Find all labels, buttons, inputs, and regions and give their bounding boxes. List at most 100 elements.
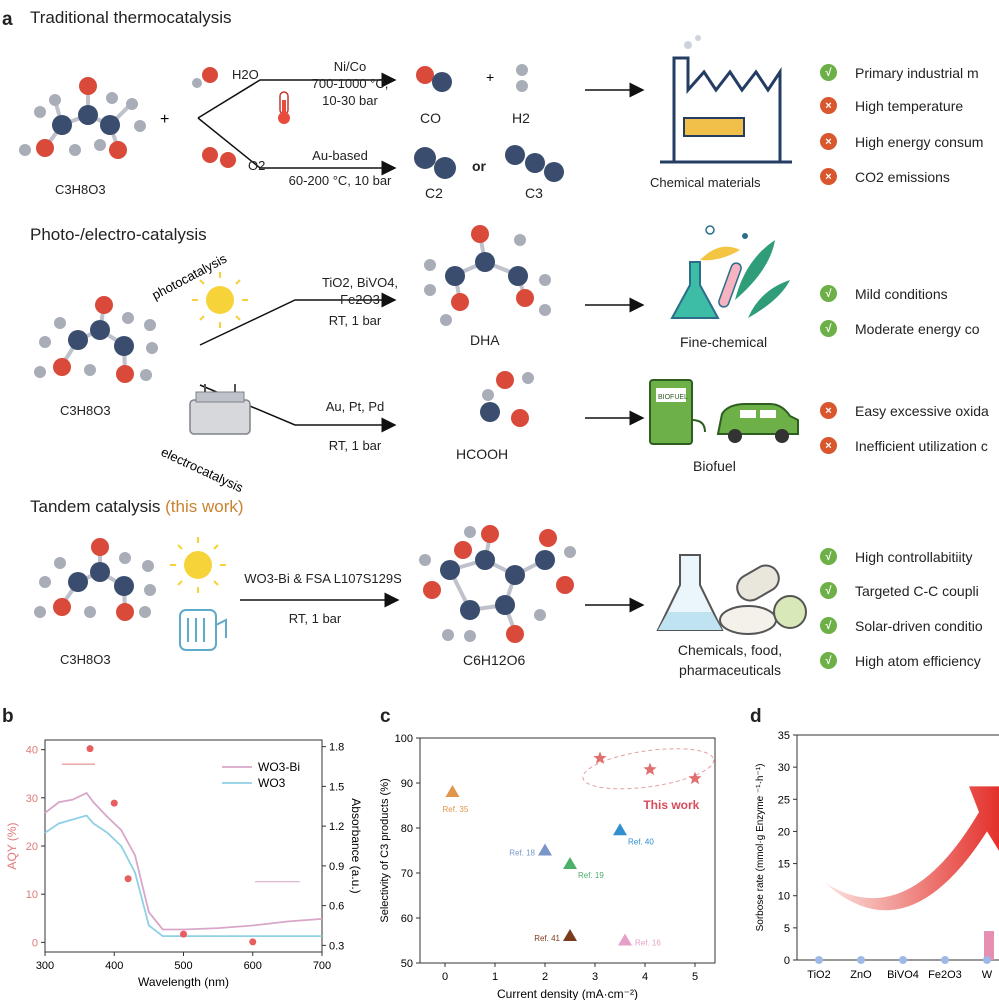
co-label: CO bbox=[420, 110, 441, 126]
bullet-row: √Solar-driven conditio bbox=[820, 617, 983, 634]
cross-icon: × bbox=[820, 437, 837, 454]
tandem-outcome: Chemicals, food, pharmaceuticals bbox=[660, 640, 800, 680]
biofuel-pump-icon bbox=[649, 379, 706, 445]
panel-a-letter: a bbox=[2, 9, 13, 30]
upper-condition-line2: 700-1000 °C, bbox=[311, 76, 389, 91]
chemical-materials-label: Chemical materials bbox=[650, 175, 761, 190]
x-axis-label: Wavelength (nm) bbox=[138, 975, 229, 989]
or-label: or bbox=[472, 158, 486, 174]
triangle-point bbox=[563, 857, 577, 869]
bullet-row: ×Inefficient utilization c bbox=[820, 437, 988, 454]
aqy-point bbox=[110, 799, 118, 807]
tandem-catalyst: WO3-Bi & FSA L107S129S bbox=[244, 571, 402, 586]
bullet-row: √Targeted C-C coupli bbox=[820, 582, 979, 599]
panel-b-letter: b bbox=[2, 706, 14, 727]
bullet-row: ×High temperature bbox=[820, 97, 963, 114]
x-tick-label: 3 bbox=[592, 971, 598, 983]
water-label: H2O bbox=[232, 67, 259, 82]
enzyme-reactor-icon bbox=[179, 609, 227, 651]
cross-icon: × bbox=[820, 402, 837, 419]
y-tick-label: 30 bbox=[26, 793, 38, 805]
electro-catalysts: Au, Pt, Pd bbox=[325, 399, 385, 414]
plus-products: + bbox=[486, 69, 494, 85]
y-right-tick-label: 1.5 bbox=[329, 781, 344, 793]
triangle-point bbox=[538, 843, 552, 856]
plus-sign: + bbox=[160, 111, 169, 128]
co-molecule bbox=[416, 66, 452, 92]
aqy-point bbox=[249, 938, 257, 946]
aqy-point bbox=[180, 930, 187, 938]
y-tick-label: 10 bbox=[778, 891, 790, 903]
traditional-title: Traditional thermocatalysis bbox=[30, 8, 232, 27]
x-tick-label: 300 bbox=[36, 960, 54, 972]
star-point bbox=[688, 771, 702, 785]
x-tick-label: TiO2 bbox=[807, 969, 830, 981]
x-tick-label: BiVO4 bbox=[887, 969, 919, 981]
x-tick-label: 400 bbox=[105, 960, 123, 972]
sun-icon-photo bbox=[192, 272, 248, 328]
y-tick-label: 90 bbox=[401, 778, 413, 790]
bullet-text: Easy excessive oxida bbox=[855, 402, 989, 419]
bullet-text: High atom efficiency bbox=[855, 652, 981, 669]
electrocatalysis-label: electrocatalysis bbox=[159, 444, 246, 495]
bullet-text: High temperature bbox=[855, 97, 964, 114]
point-label: Ref. 19 bbox=[578, 871, 604, 880]
x-tick-label: 2 bbox=[542, 971, 548, 983]
check-icon: √ bbox=[820, 652, 837, 669]
y-tick-label: 80 bbox=[401, 823, 413, 835]
upper-condition-line3: 10-30 bar bbox=[322, 93, 378, 108]
bar bbox=[984, 931, 994, 960]
x-tick-label: 600 bbox=[244, 960, 262, 972]
bullet-row: √Moderate energy co bbox=[820, 320, 980, 337]
oxygen-molecule bbox=[202, 147, 236, 168]
tandem-title-text: Tandem catalysis bbox=[30, 497, 161, 516]
cross-icon: × bbox=[820, 168, 837, 185]
y-tick-label: 5 bbox=[784, 923, 790, 935]
y-right-tick-label: 0.9 bbox=[329, 861, 344, 873]
tandem-outcome-line1: Chemicals, food, bbox=[677, 642, 783, 658]
bullet-row: ×High energy consum bbox=[820, 133, 983, 150]
c3-molecule bbox=[505, 145, 564, 182]
star-point bbox=[593, 751, 607, 764]
glycerol-molecule-2 bbox=[34, 296, 158, 383]
flask-leaves-icon bbox=[670, 225, 790, 319]
aqy-point bbox=[86, 745, 94, 753]
y-tick-label: 20 bbox=[778, 826, 790, 838]
y-tick-label: 30 bbox=[778, 762, 790, 774]
legend-label: WO3-Bi bbox=[258, 760, 300, 774]
point-label: Ref. 18 bbox=[509, 849, 535, 858]
y-right-tick-label: 0.6 bbox=[329, 901, 344, 913]
h2-molecule bbox=[516, 64, 528, 92]
bullet-text: Solar-driven conditio bbox=[855, 617, 983, 634]
bullet-text: Moderate energy co bbox=[855, 320, 980, 337]
x-tick-label: 1 bbox=[492, 971, 498, 983]
tandem-outcome-line2: pharmaceuticals bbox=[679, 662, 781, 678]
bar-zero-marker bbox=[941, 956, 949, 964]
bullet-text: CO2 emissions bbox=[855, 168, 950, 185]
flask-pills-icon bbox=[656, 554, 807, 635]
tandem-title: Tandem catalysis (this work) bbox=[30, 497, 244, 517]
this-work-ellipse bbox=[582, 748, 715, 790]
bar-zero-marker bbox=[815, 956, 823, 964]
dha-label: DHA bbox=[470, 332, 500, 348]
dha-molecule bbox=[424, 225, 551, 326]
lower-condition: Au-based 60-200 °C, 10 bar bbox=[270, 147, 410, 189]
panel-d-letter: d bbox=[750, 706, 762, 727]
bullet-row: × CO2 emissions bbox=[820, 168, 950, 185]
fine-chemical-label: Fine-chemical bbox=[680, 334, 768, 350]
car-icon bbox=[716, 403, 799, 443]
y-tick-label: 25 bbox=[778, 794, 790, 806]
legend-label: WO3 bbox=[258, 776, 286, 790]
x-tick-label: 700 bbox=[313, 960, 331, 972]
y-axis-label: Selectivity of C3 products (%) bbox=[379, 778, 391, 922]
check-icon: √ bbox=[820, 285, 837, 302]
x-tick-label: Fe2O3 bbox=[928, 969, 962, 981]
biofuel-pump-label: BIOFUEL bbox=[658, 394, 688, 401]
lower-condition-line1: Au-based bbox=[312, 148, 368, 163]
y-tick-label: 10 bbox=[26, 889, 38, 901]
bullet-text: High energy consum bbox=[855, 133, 984, 150]
bullet-row: √High controllabitiity bbox=[820, 548, 973, 565]
bar-zero-marker bbox=[857, 956, 865, 964]
y-axis-label: AQY (%) bbox=[5, 822, 19, 869]
